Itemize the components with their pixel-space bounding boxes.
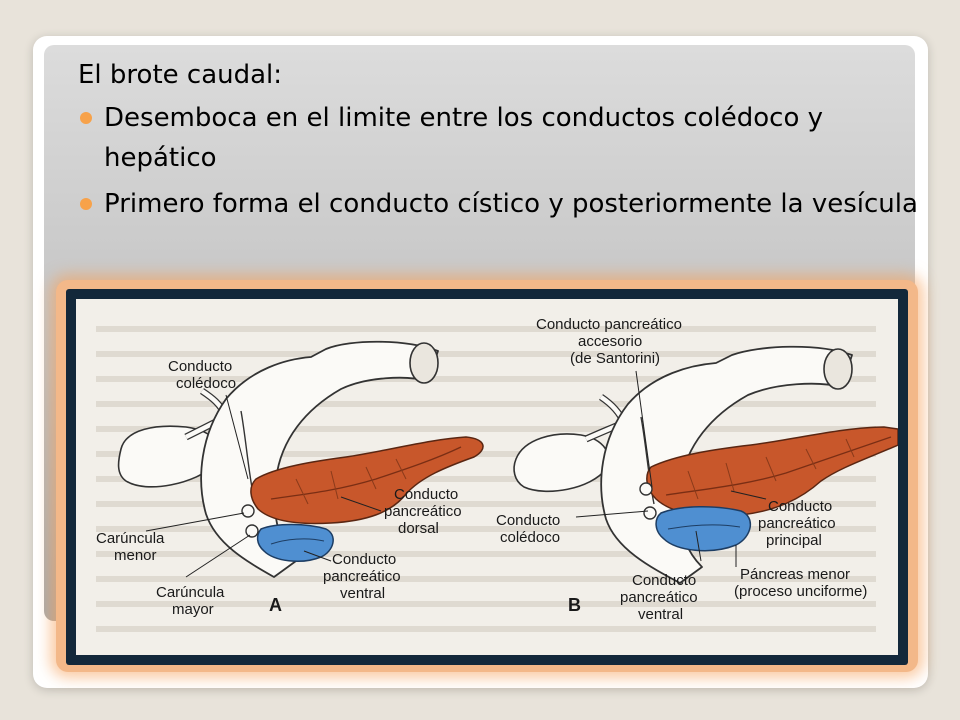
label-caruncula-menor-2: menor [114,547,157,564]
label-pancreas-menor-1: Páncreas menor [740,566,850,583]
label-ventral-a-2: pancreático [323,568,401,585]
panel-a-labels: Conducto colédoco Conducto pancreático d… [96,358,462,618]
dorsal-pancreas-a [250,436,484,525]
pancreas-illustration: Conducto colédoco Conducto pancreático d… [96,316,898,632]
bullet-text: Desemboca en el limite entre los conduct… [104,103,824,173]
label-dorsal-2: pancreático [384,503,462,520]
label-principal-2: pancreático [758,515,836,532]
gallbladder-b [513,433,610,493]
label-accesorio-1: Conducto pancreático [536,316,682,333]
panel-a-letter: A [269,595,282,615]
label-dorsal-1: Conducto [394,486,458,503]
label-coledoco-a-1: Conducto [168,358,232,375]
panel-a-drawing [117,340,484,578]
label-caruncula-mayor-2: mayor [172,601,214,618]
bullet-dot-icon [80,198,92,210]
label-caruncula-menor-1: Carúncula [96,530,165,547]
slide-text: El brote caudal: Desemboca en el limite … [78,56,918,230]
bullet-item: Primero forma el conducto cístico y post… [78,184,918,224]
slide-heading: El brote caudal: [78,60,283,90]
label-coledoco-b-2: colédoco [500,529,560,546]
label-coledoco-a-2: colédoco [176,375,236,392]
pancreas-figure: Conducto colédoco Conducto pancreático d… [76,299,898,655]
label-principal-3: principal [766,532,822,549]
panel-b-labels: Conducto pancreático accesorio (de Santo… [496,316,867,623]
bullet-text: Primero forma el conducto cístico y post… [104,189,918,219]
label-principal-1: Conducto [768,498,832,515]
label-ventral-a-1: Conducto [332,551,396,568]
label-accesorio-3: (de Santorini) [570,350,660,367]
label-coledoco-b-1: Conducto [496,512,560,529]
panel-b-letter: B [568,595,581,615]
label-caruncula-mayor-1: Carúncula [156,584,225,601]
label-dorsal-3: dorsal [398,520,439,537]
label-ventral-b-2: pancreático [620,589,698,606]
label-pancreas-menor-2: (proceso unciforme) [734,583,867,600]
label-accesorio-2: accesorio [578,333,642,350]
ventral-pancreas-b [655,506,751,552]
bullet-item: Desemboca en el limite entre los conduct… [78,98,918,178]
label-ventral-b-3: ventral [638,606,683,623]
label-ventral-a-3: ventral [340,585,385,602]
label-ventral-b-1: Conducto [632,572,696,589]
bullet-dot-icon [80,112,92,124]
bullet-list: Desemboca en el limite entre los conduct… [78,98,918,224]
panel-b-drawing [513,345,898,584]
